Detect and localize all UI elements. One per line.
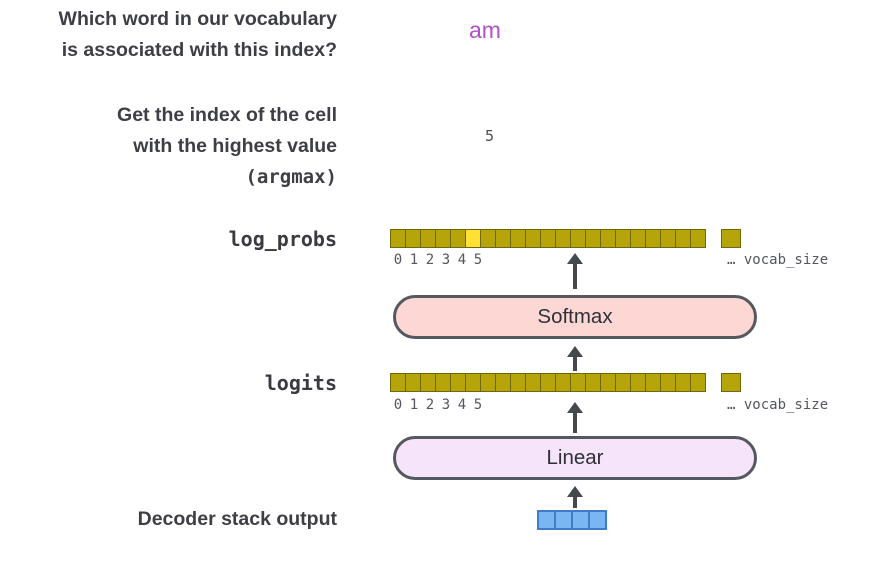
vector-cell xyxy=(480,373,496,392)
highlighted-vector-cell xyxy=(465,229,481,248)
vector-cell xyxy=(525,229,541,248)
vector-cell xyxy=(555,373,571,392)
index-label: 2 xyxy=(425,252,435,268)
vocab-size-cell xyxy=(721,373,741,392)
vector-cell xyxy=(405,229,421,248)
vector-cell xyxy=(435,229,451,248)
answer-index: 5 xyxy=(485,127,495,145)
index-label: 5 xyxy=(473,397,483,413)
arrow-head xyxy=(567,486,583,497)
vector-cell xyxy=(495,229,511,248)
vector-cell xyxy=(480,229,496,248)
arrow-up-icon xyxy=(567,253,583,289)
index-label: 1 xyxy=(409,252,419,268)
vector-cell xyxy=(588,510,607,530)
arrow-up-icon xyxy=(567,346,583,371)
index-label: 0 xyxy=(393,397,403,413)
vector-cell xyxy=(645,373,661,392)
softmax-label: Softmax xyxy=(537,305,613,328)
index-label: 4 xyxy=(457,252,467,268)
vector-cell xyxy=(600,373,616,392)
vector-cell xyxy=(630,229,646,248)
arrow-up-icon xyxy=(567,486,583,508)
answer-word: am xyxy=(469,17,501,43)
vector-cell xyxy=(450,373,466,392)
vector-cell xyxy=(420,229,436,248)
vector-cell xyxy=(450,229,466,248)
softmax-block: Softmax xyxy=(393,295,757,339)
arrow-head xyxy=(567,253,583,264)
arrow-head xyxy=(567,402,583,413)
vector-cell xyxy=(675,229,691,248)
linear-label: Linear xyxy=(546,446,604,469)
index-label: 4 xyxy=(457,397,467,413)
vector-cell xyxy=(495,373,511,392)
vector-cell xyxy=(540,373,556,392)
index-label: 0 xyxy=(393,252,403,268)
arrow-up-icon xyxy=(567,402,583,433)
cell-gap xyxy=(706,229,721,248)
vector-cell xyxy=(585,229,601,248)
vector-cell xyxy=(510,229,526,248)
index-label: 5 xyxy=(473,252,483,268)
vocab-size-cell xyxy=(721,229,741,248)
vector-cell xyxy=(690,373,706,392)
question-argmax-line1: Get the index of the cell xyxy=(117,104,337,126)
linear-block: Linear xyxy=(393,436,757,480)
arrow-stem xyxy=(573,357,577,371)
index-label: 3 xyxy=(441,252,451,268)
vector-cell xyxy=(645,229,661,248)
arrow-stem xyxy=(573,413,577,433)
vector-cell xyxy=(405,373,421,392)
vector-cell xyxy=(570,229,586,248)
question-word-line1: Which word in our vocabulary xyxy=(58,8,337,30)
vector-cell xyxy=(690,229,706,248)
log-probs-label: log_probs xyxy=(228,227,337,251)
vector-cell xyxy=(510,373,526,392)
vector-cell xyxy=(540,229,556,248)
logits-vocab-size-label: … vocab_size xyxy=(727,397,829,413)
argmax-keyword: (argmax) xyxy=(245,166,337,188)
index-label: 2 xyxy=(425,397,435,413)
vector-cell xyxy=(525,373,541,392)
vector-cell xyxy=(615,229,631,248)
vector-cell xyxy=(615,373,631,392)
question-word: Which word in our vocabulary is associat… xyxy=(59,4,337,66)
logits-vector xyxy=(390,373,741,392)
decoder-stack-output-label: Decoder stack output xyxy=(137,508,337,530)
vector-cell xyxy=(570,373,586,392)
decoder-output-vector xyxy=(537,510,607,530)
vector-cell xyxy=(390,373,406,392)
arrow-stem xyxy=(573,497,577,508)
vector-cell xyxy=(660,229,676,248)
index-label: 3 xyxy=(441,397,451,413)
vector-cell xyxy=(555,229,571,248)
vector-cell xyxy=(585,373,601,392)
question-argmax-line2: with the highest value xyxy=(133,135,337,157)
logits-label: logits xyxy=(264,371,337,395)
index-label: 1 xyxy=(409,397,419,413)
log-probs-vocab-size-label: … vocab_size xyxy=(727,252,829,268)
vector-cell xyxy=(660,373,676,392)
vector-cell xyxy=(630,373,646,392)
vector-cell xyxy=(465,373,481,392)
question-word-line2: is associated with this index? xyxy=(61,39,337,61)
cell-gap xyxy=(706,373,721,392)
question-argmax: Get the index of the cell with the highe… xyxy=(117,100,337,193)
vector-cell xyxy=(600,229,616,248)
vector-cell xyxy=(390,229,406,248)
vector-cell xyxy=(675,373,691,392)
vector-cell xyxy=(435,373,451,392)
log-probs-vector xyxy=(390,229,741,248)
vector-cell xyxy=(420,373,436,392)
arrow-stem xyxy=(573,264,577,289)
arrow-head xyxy=(567,346,583,357)
